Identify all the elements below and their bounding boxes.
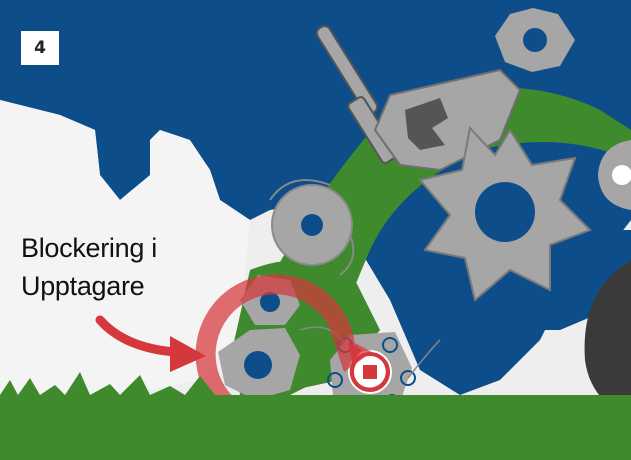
grass-blades xyxy=(0,372,215,395)
upper-roller xyxy=(269,179,355,276)
tire xyxy=(584,260,631,420)
pickup-gear-left xyxy=(218,328,300,400)
large-star-gear xyxy=(418,125,592,302)
wall xyxy=(0,100,250,400)
step-number-badge: 4 xyxy=(21,31,59,65)
callout-line-2: Upptagare xyxy=(21,271,145,301)
rotor-rotation-arrow-icon xyxy=(349,358,390,392)
blockage-callout: Blockering i Upptagare xyxy=(21,229,157,305)
right-edge-gear xyxy=(598,140,631,210)
step-number: 4 xyxy=(34,38,46,58)
grass-fringe xyxy=(300,426,631,440)
bracket-teeth xyxy=(405,98,448,150)
callout-line-1: Blockering i xyxy=(21,233,157,263)
pointer-arrow-icon xyxy=(95,315,206,372)
grass-strip xyxy=(300,440,631,460)
small-top-gear xyxy=(495,8,575,72)
